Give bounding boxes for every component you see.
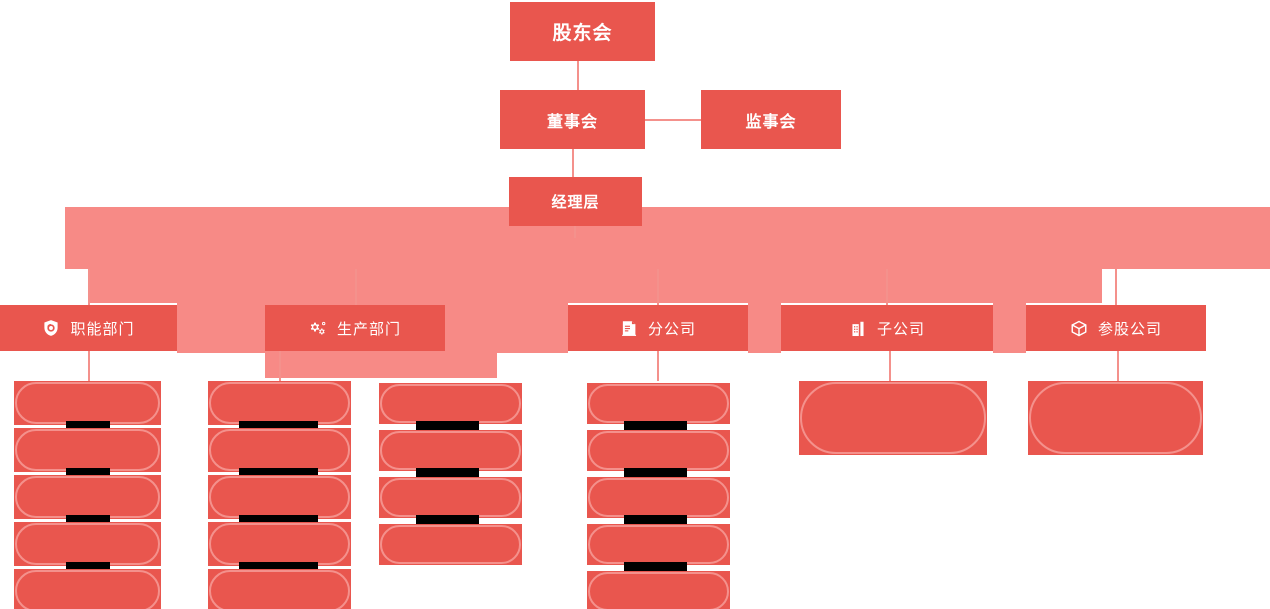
list-item[interactable] (799, 381, 987, 455)
column-header-branch-companies[interactable]: 分公司 (568, 305, 748, 351)
connector-band-subsidiary (886, 269, 888, 305)
connector-band-functional (88, 269, 90, 305)
connector-shareholders-board (577, 61, 579, 90)
column-header-branch-companies-label: 分公司 (647, 320, 696, 338)
list-item[interactable] (14, 475, 161, 519)
pill-border (800, 382, 986, 454)
pill-border (209, 570, 350, 609)
connector-board-management (572, 149, 574, 177)
highlight-band-col4-tail (497, 303, 568, 353)
node-management-label: 经理层 (551, 194, 600, 211)
node-supervisors-label: 监事会 (745, 113, 797, 131)
list-item[interactable] (14, 569, 161, 609)
list-item[interactable] (208, 569, 351, 609)
connector-board-supervisors (645, 119, 701, 121)
list-item[interactable] (587, 571, 730, 609)
list-item[interactable] (379, 430, 522, 471)
pill-border (209, 382, 350, 424)
column-header-equity-participation-companies[interactable]: 参股公司 (1026, 305, 1206, 351)
gears-icon (309, 319, 327, 337)
list-item[interactable] (587, 477, 730, 518)
list-item[interactable] (208, 428, 351, 472)
connector-equity-items (1117, 351, 1119, 381)
shield-icon (42, 319, 60, 337)
list-item[interactable] (208, 475, 351, 519)
connector-management-band (574, 226, 576, 238)
buildings-icon (849, 319, 867, 337)
pill-border (588, 431, 729, 470)
column-header-subsidiary-companies[interactable]: 子公司 (781, 305, 993, 351)
pill-border (380, 525, 521, 564)
node-shareholders-label: 股东会 (552, 23, 613, 44)
list-item[interactable] (1028, 381, 1203, 455)
list-item[interactable] (587, 524, 730, 565)
highlight-band-col6-tail (993, 303, 1026, 353)
column-header-equity-participation-companies-label: 参股公司 (1097, 320, 1162, 338)
node-management[interactable]: 经理层 (509, 177, 642, 226)
node-board-label: 董事会 (546, 113, 598, 131)
connector-band-production (355, 269, 357, 305)
pill-border (209, 523, 350, 565)
list-item[interactable] (14, 522, 161, 566)
cube-icon (1070, 319, 1088, 337)
pill-border (380, 478, 521, 517)
connector-subsidiary-items (889, 351, 891, 381)
pill-border (588, 572, 729, 609)
column-header-functional-departments-label: 职能部门 (70, 320, 135, 338)
node-shareholders[interactable]: 股东会 (510, 2, 655, 61)
pill-border (15, 523, 160, 565)
pill-border (209, 429, 350, 471)
pill-border (588, 525, 729, 564)
column-header-functional-departments[interactable]: 职能部门 (0, 305, 177, 351)
highlight-band-col5-tail (748, 303, 781, 353)
pill-border (209, 476, 350, 518)
connector-band-equity (1115, 269, 1117, 305)
list-item[interactable] (208, 381, 351, 425)
column-header-production-departments[interactable]: 生产部门 (265, 305, 445, 351)
pill-border (588, 478, 729, 517)
pill-border (380, 384, 521, 423)
list-item[interactable] (379, 383, 522, 424)
pill-border (380, 431, 521, 470)
list-item[interactable] (14, 381, 161, 425)
list-item[interactable] (208, 522, 351, 566)
connector-branch-items (657, 351, 659, 381)
connector-functional-items (88, 351, 90, 381)
pill-border (588, 384, 729, 423)
list-item[interactable] (379, 477, 522, 518)
pill-border (15, 570, 160, 609)
connector-band-branch (657, 269, 659, 305)
highlight-band-lower-left (88, 269, 1102, 303)
list-item[interactable] (587, 383, 730, 424)
column-header-production-departments-label: 生产部门 (336, 320, 401, 338)
node-supervisors[interactable]: 监事会 (701, 90, 841, 149)
column-header-subsidiary-companies-label: 子公司 (876, 320, 925, 338)
list-item[interactable] (587, 430, 730, 471)
node-board[interactable]: 董事会 (500, 90, 645, 149)
list-item[interactable] (379, 524, 522, 565)
connector-production-items (279, 351, 281, 381)
highlight-band-main (65, 207, 1270, 269)
pill-border (15, 476, 160, 518)
pill-border (1029, 382, 1202, 454)
pill-border (15, 429, 160, 471)
document-icon (620, 319, 638, 337)
highlight-band-col2-tail (177, 303, 265, 353)
pill-border (15, 382, 160, 424)
list-item[interactable] (14, 428, 161, 472)
